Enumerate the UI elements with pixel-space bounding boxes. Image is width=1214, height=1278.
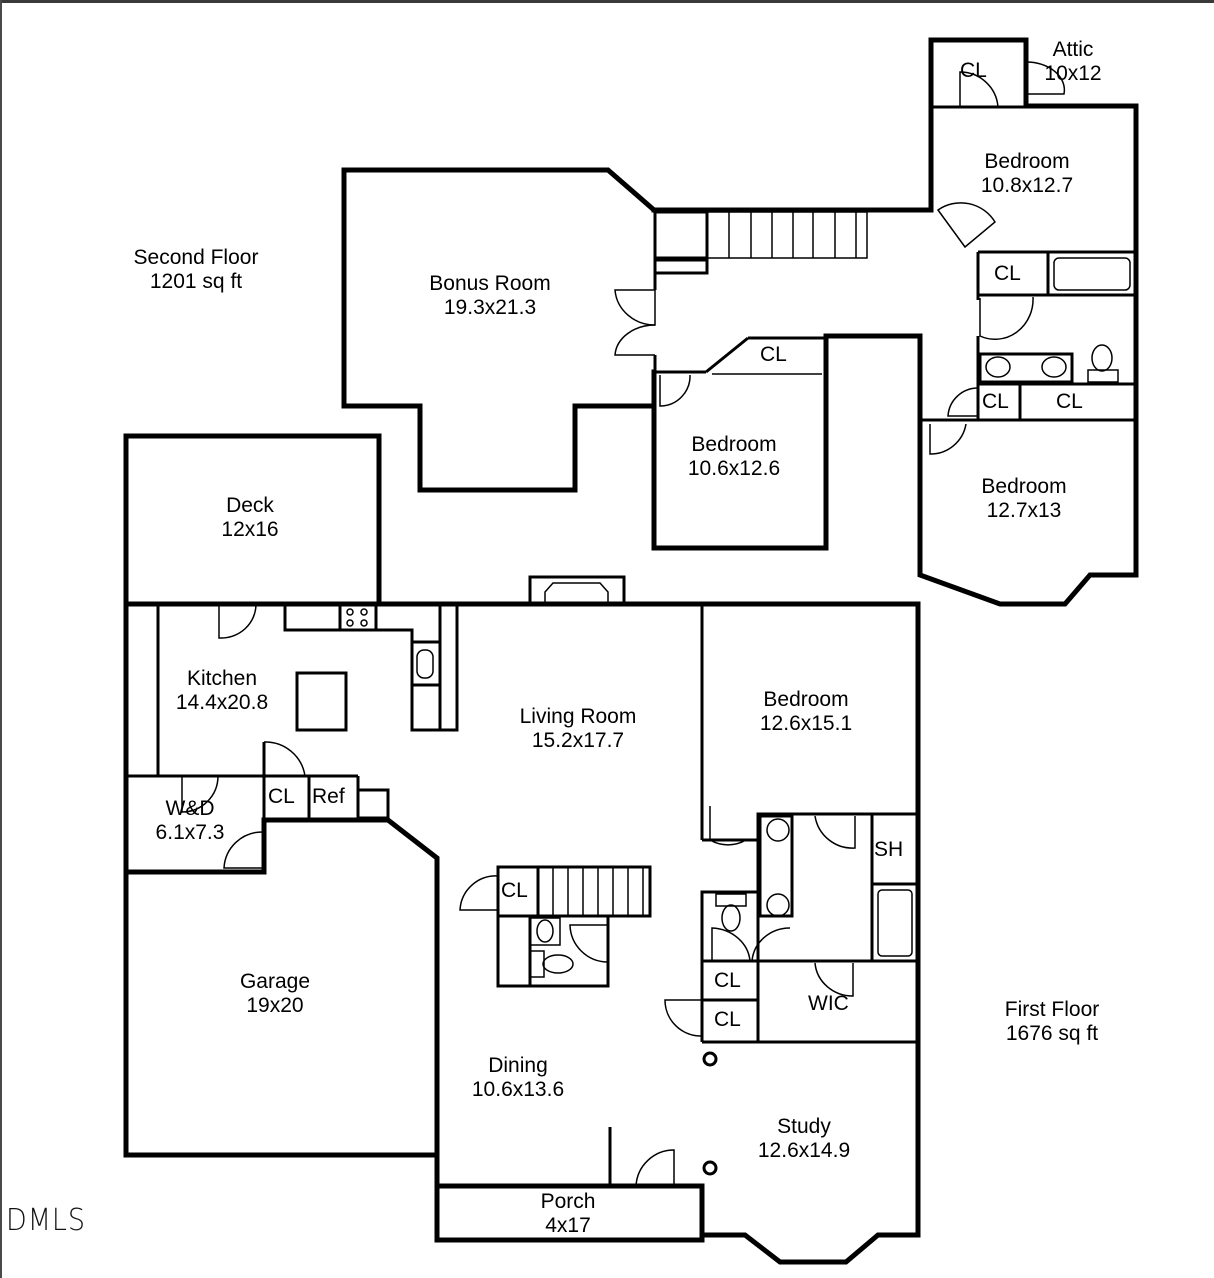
watermark-logo: DMLS	[6, 1203, 86, 1238]
room-dims: 12.6x15.1	[759, 712, 853, 735]
room-attic: Attic 10x12	[1044, 38, 1101, 86]
closet-label: CL	[994, 262, 1021, 285]
room-name: Study	[777, 1115, 831, 1138]
room-dims: 10.6x12.6	[687, 457, 781, 480]
room-study: Study 12.6x14.9	[758, 1115, 850, 1163]
room-garage: Garage 19x20	[240, 970, 310, 1018]
room-name: Bedroom	[981, 475, 1067, 498]
left-border	[0, 0, 2, 1278]
second-floor-walls	[341, 37, 1139, 607]
top-border	[0, 0, 1214, 3]
room-dims: 12.6x14.9	[757, 1139, 851, 1162]
room-living: Living Room 15.2x17.7	[520, 705, 637, 753]
second-floor-summary: Second Floor 1201 sq ft	[134, 246, 259, 294]
room-name: Bedroom	[763, 688, 849, 711]
room-dims: 4x17	[545, 1214, 591, 1237]
room-bedroom-first: Bedroom 12.6x15.1	[760, 688, 852, 736]
walk-in-closet-label: WIC	[808, 992, 849, 1015]
room-name: Bedroom	[984, 150, 1070, 173]
closet-label: CL	[960, 59, 987, 82]
room-name: W&D	[165, 797, 215, 820]
first-floor-walls	[123, 433, 921, 1265]
room-dims: 12x16	[221, 518, 279, 541]
floor-title: First Floor	[1004, 998, 1100, 1021]
room-bonus: Bonus Room 19.3x21.3	[429, 272, 550, 320]
closet-label: CL	[714, 969, 741, 992]
room-dims: 19.3x21.3	[443, 296, 537, 319]
shower-label: SH	[874, 838, 904, 861]
room-dims: 6.1x7.3	[155, 821, 225, 844]
room-name: Attic	[1052, 38, 1094, 61]
room-name: Dining	[488, 1054, 548, 1077]
room-laundry: W&D 6.1x7.3	[156, 797, 225, 845]
room-name: Bedroom	[691, 433, 777, 456]
room-name: Porch	[540, 1190, 596, 1213]
room-name: Kitchen	[186, 667, 258, 690]
closet-label: CL	[714, 1008, 741, 1031]
closet-label: CL	[760, 343, 787, 366]
room-dining: Dining 10.6x13.6	[472, 1054, 564, 1102]
room-name: Bonus Room	[429, 272, 551, 295]
floor-title: Second Floor	[133, 246, 259, 269]
room-dims: 12.7x13	[986, 499, 1062, 522]
room-deck: Deck 12x16	[221, 494, 278, 542]
room-name: Living Room	[519, 705, 637, 728]
room-bedroom-lower-right: Bedroom 12.7x13	[981, 475, 1066, 523]
floor-area: 1676 sq ft	[1005, 1022, 1099, 1045]
closet-label: CL	[501, 879, 528, 902]
floor-area: 1201 sq ft	[149, 270, 243, 293]
closet-label: CL	[1056, 390, 1083, 413]
closet-label: CL	[982, 390, 1009, 413]
room-name: Garage	[239, 970, 311, 993]
closet-label: CL	[268, 785, 295, 808]
room-bedroom-upper-right: Bedroom 10.8x12.7	[981, 150, 1073, 198]
room-dims: 10.8x12.7	[980, 174, 1074, 197]
room-kitchen: Kitchen 14.4x20.8	[176, 667, 268, 715]
room-dims: 10.6x13.6	[471, 1078, 565, 1101]
first-floor-summary: First Floor 1676 sq ft	[1005, 998, 1100, 1046]
room-dims: 14.4x20.8	[175, 691, 269, 714]
room-dims: 10x12	[1044, 62, 1102, 85]
room-bedroom-middle: Bedroom 10.6x12.6	[688, 433, 780, 481]
room-porch: Porch 4x17	[541, 1190, 596, 1238]
room-dims: 19x20	[246, 994, 304, 1017]
room-dims: 15.2x17.7	[531, 729, 625, 752]
room-name: Deck	[226, 494, 274, 517]
refrigerator-label: Ref	[312, 785, 345, 808]
